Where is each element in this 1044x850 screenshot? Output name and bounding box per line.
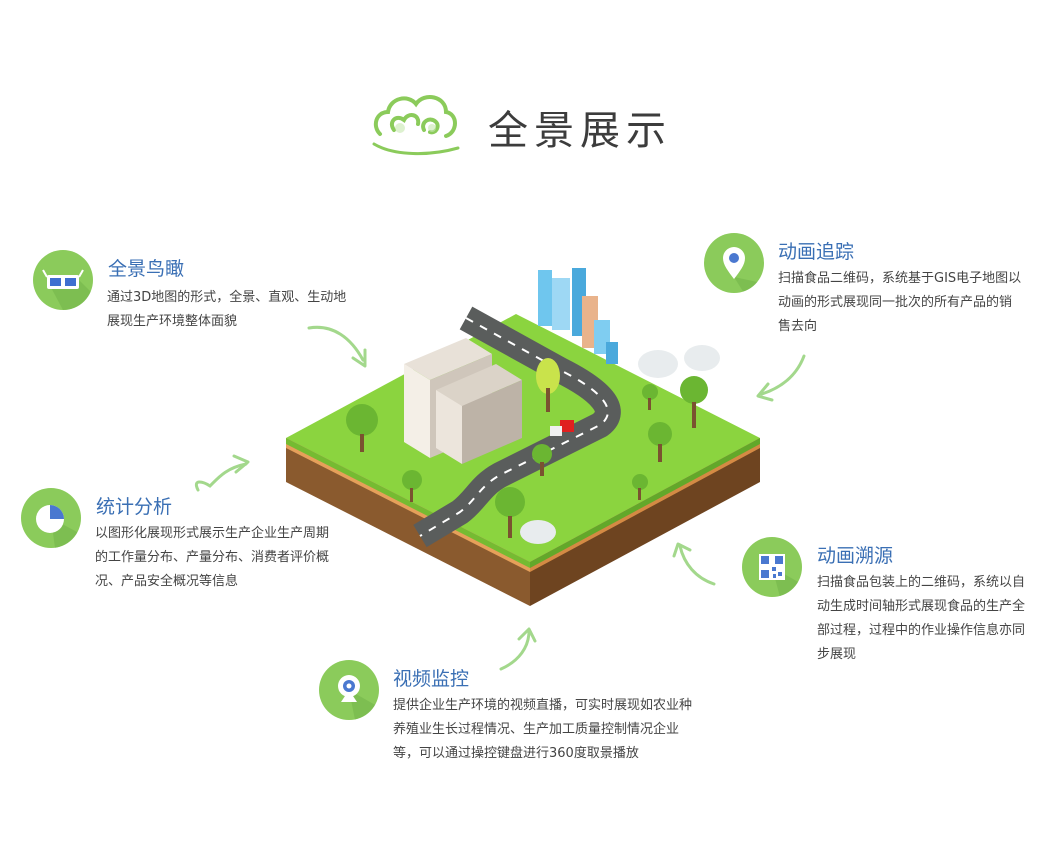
pie-chart-icon bbox=[36, 505, 77, 548]
cloud-logo-icon bbox=[372, 95, 460, 156]
feature-animation-tracking: 动画追踪 扫描食品二维码，系统基于GIS电子地图以动画的形式展现同一批次的所有产… bbox=[704, 233, 1034, 343]
curved-arrow-icon bbox=[307, 325, 367, 368]
feature-description: 扫描食品二维码，系统基于GIS电子地图以动画的形式展现同一批次的所有产品的销售去… bbox=[778, 271, 1022, 334]
curved-arrow-icon bbox=[499, 627, 537, 671]
feature-description: 扫描食品包装上的二维码，系统以自动生成时间轴形式展现食品的生产全部过程，过程中的… bbox=[817, 575, 1026, 662]
feature-video-monitoring: 视频监控 提供企业生产环境的视频直播，可实时展现如农业种养殖业生长过程情况、生产… bbox=[319, 660, 709, 770]
webcam-icon bbox=[338, 675, 377, 720]
feature-icon-circle bbox=[704, 233, 764, 293]
feature-description: 以图形化展现形式展示生产企业生产周期的工作量分布、产量分布、消费者评价概况、产品… bbox=[95, 526, 330, 589]
curved-arrow-icon bbox=[195, 454, 250, 492]
feature-title: 全景鸟瞰 bbox=[108, 258, 185, 280]
section-header: 全景展示 bbox=[370, 86, 690, 162]
feature-title: 统计分析 bbox=[96, 496, 173, 518]
feature-description: 通过3D地图的形式，全景、直观、生动地展现生产环境整体面貌 bbox=[107, 290, 347, 329]
feature-animation-tracing: 动画溯源 扫描食品包装上的二维码，系统以自动生成时间轴形式展现食品的生产全部过程… bbox=[742, 537, 1032, 677]
feature-statistics: 统计分析 以图形化展现形式展示生产企业生产周期的工作量分布、产量分布、消费者评价… bbox=[21, 488, 341, 598]
feature-title: 动画溯源 bbox=[817, 545, 894, 567]
feature-icon-circle bbox=[742, 537, 802, 597]
page-title: 全景展示 bbox=[488, 108, 672, 154]
curved-arrow-icon bbox=[672, 542, 716, 586]
location-pin-icon bbox=[723, 247, 762, 293]
isometric-farm-scene bbox=[286, 268, 760, 606]
curved-arrow-icon bbox=[756, 354, 806, 402]
qr-code-icon bbox=[759, 554, 800, 597]
feature-icon-circle bbox=[319, 660, 379, 720]
feature-title: 动画追踪 bbox=[778, 241, 855, 263]
feature-icon-circle bbox=[33, 250, 93, 310]
feature-icon-circle bbox=[21, 488, 81, 548]
3d-glasses-icon bbox=[42, 269, 93, 310]
feature-aerial-view: 全景鸟瞰 通过3D地图的形式，全景、直观、生动地展现生产环境整体面貌 bbox=[33, 250, 353, 340]
feature-title: 视频监控 bbox=[393, 668, 470, 690]
feature-description: 提供企业生产环境的视频直播，可实时展现如农业种养殖业生长过程情况、生产加工质量控… bbox=[393, 698, 693, 761]
